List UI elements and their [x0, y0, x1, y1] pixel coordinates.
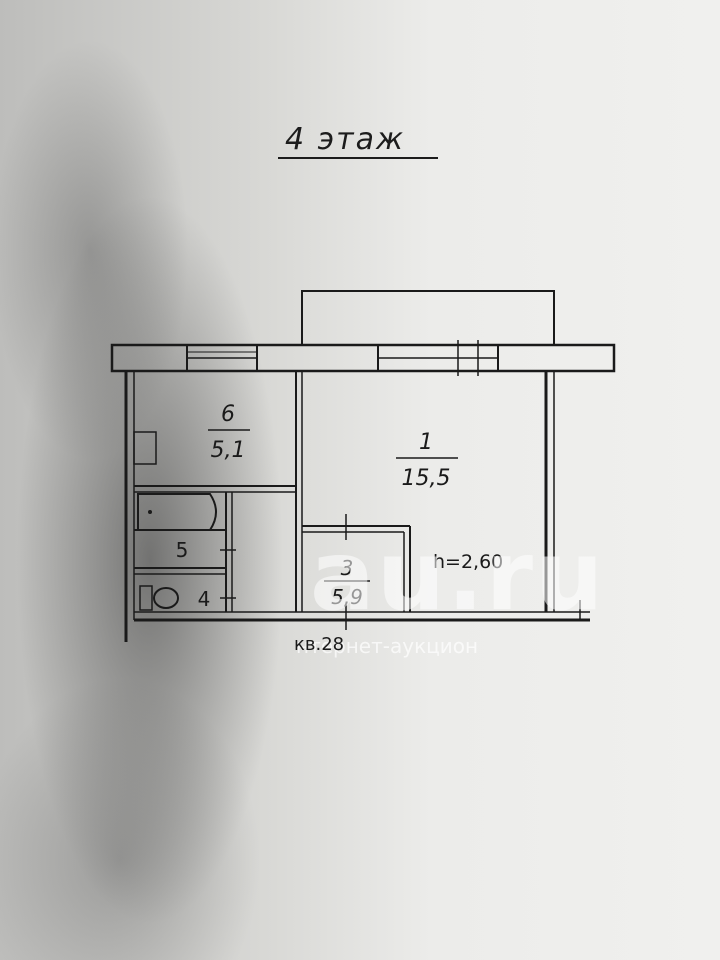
room-5-number: 5 — [176, 538, 189, 562]
room-1-area: 15,5 — [402, 466, 451, 491]
stove-icon — [133, 431, 157, 465]
apartment-label: кв.28 — [294, 634, 345, 655]
room-6-number: 6 — [221, 402, 235, 427]
watermark-logo: au.ru — [310, 520, 606, 632]
balcony — [301, 290, 555, 346]
watermark-subtitle: нтернет-аукцион — [296, 634, 479, 658]
exterior-wall — [110, 343, 616, 373]
room-3-area: 5,9 — [331, 585, 363, 609]
room-4-number: 4 — [198, 587, 211, 611]
room-3-number: 3 — [341, 556, 354, 580]
toilet-icon — [139, 585, 153, 611]
room-1-number: 1 — [419, 430, 433, 455]
room-6-area: 5,1 — [211, 438, 246, 463]
floor-title-underline — [278, 157, 438, 159]
floor-title: 4 этаж — [285, 122, 405, 157]
ceiling-height: h=2,60 — [433, 551, 503, 573]
